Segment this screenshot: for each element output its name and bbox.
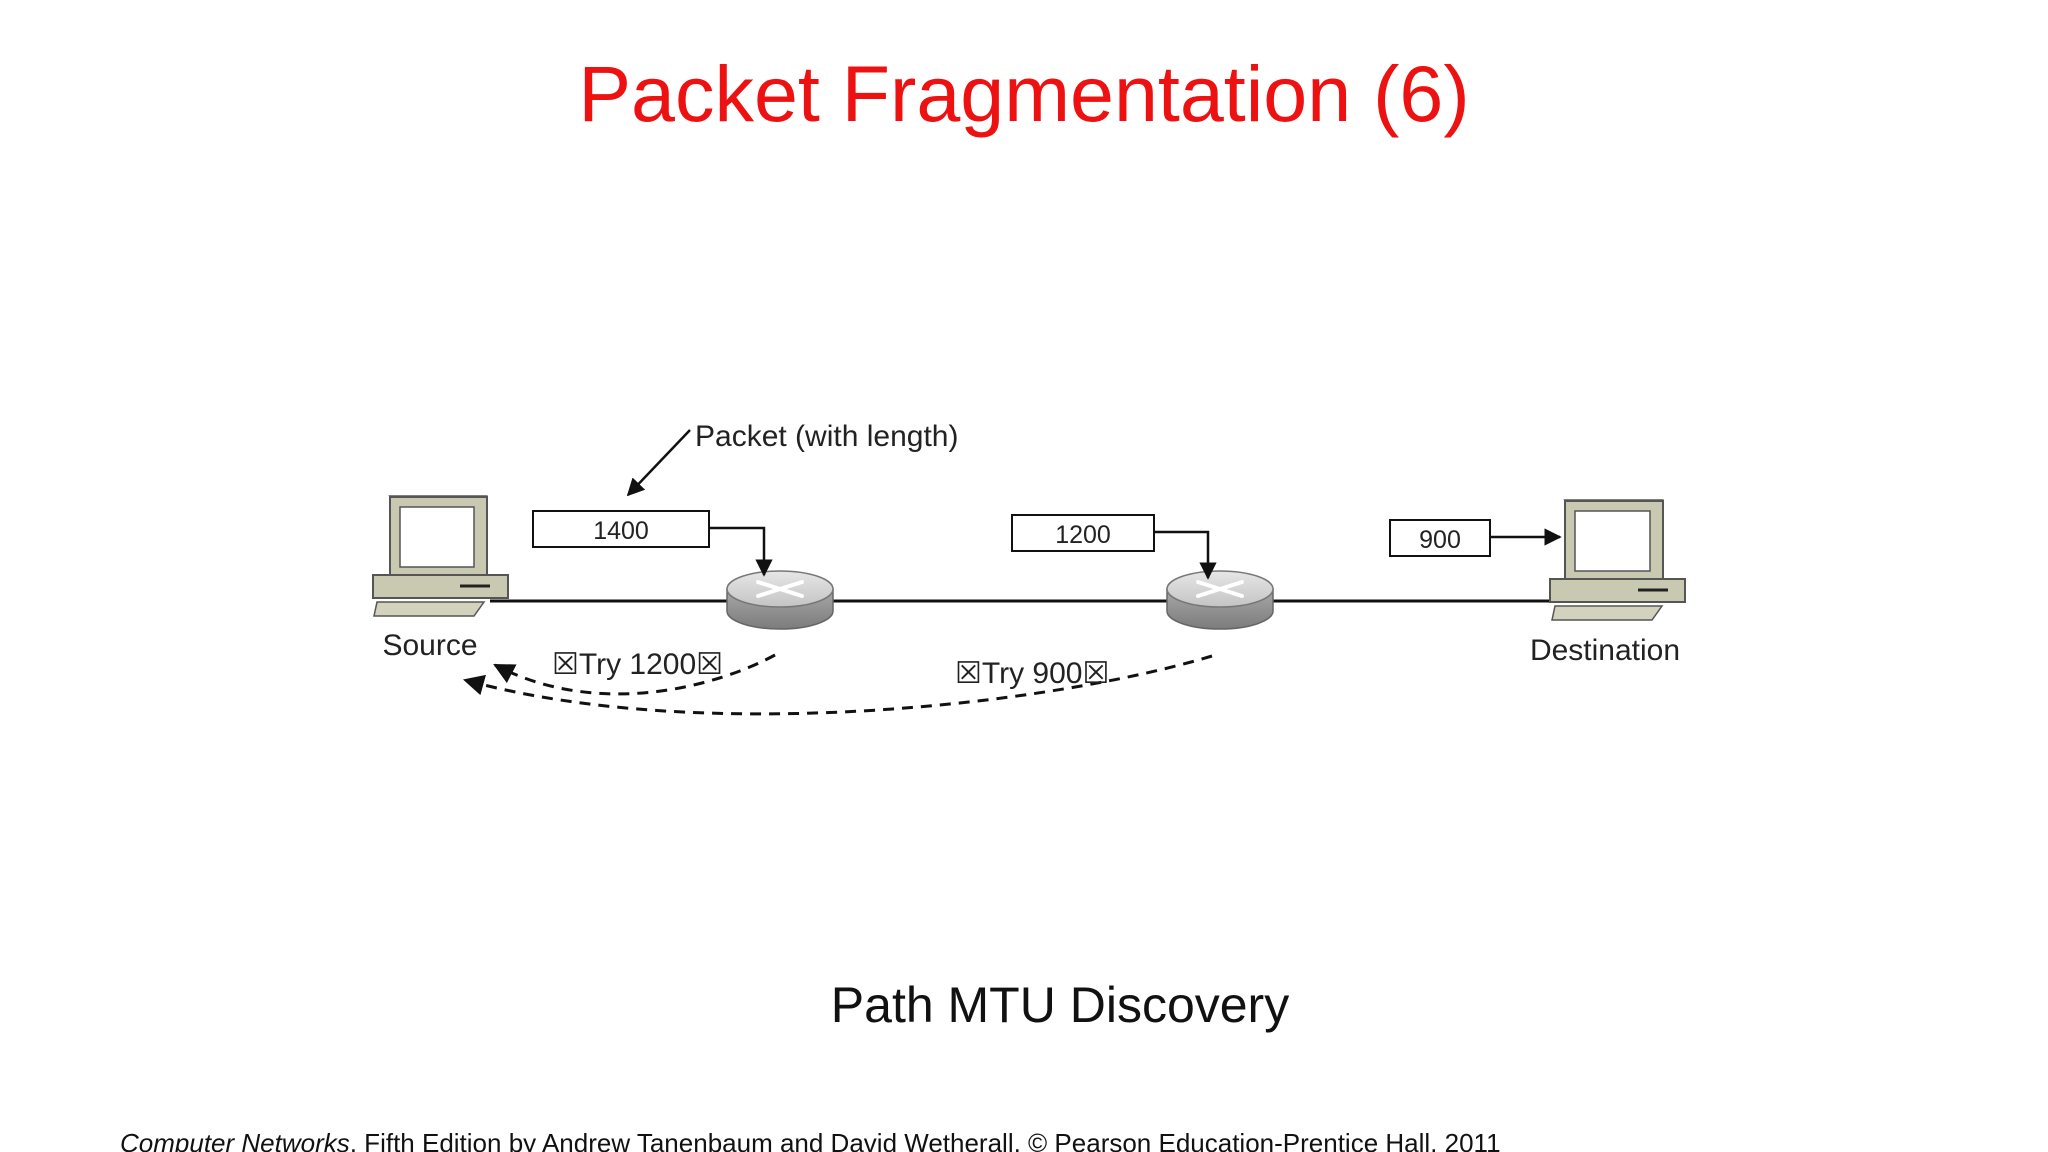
footer-credit: , Fifth Edition by Andrew Tanenbaum and … <box>349 1128 1501 1152</box>
router-icon <box>1166 570 1274 630</box>
destination-computer-icon <box>1549 499 1686 621</box>
slide-subtitle: Path MTU Discovery <box>830 977 1290 1033</box>
packet-arrow-1400 <box>709 526 773 577</box>
packet-length-1400: 1400 <box>593 517 649 545</box>
feedback-label-try-900: ☒Try 900☒ <box>955 657 1109 690</box>
packet-length-1200: 1200 <box>1055 521 1111 549</box>
packet-length-900: 900 <box>1419 526 1461 554</box>
source-label: Source <box>382 629 477 662</box>
slide-title: Packet Fragmentation (6) <box>578 49 1470 138</box>
feedback-label-try-1200: ☒Try 1200☒ <box>552 648 723 681</box>
packet-pointer-arrow <box>626 429 691 497</box>
packet-box-900 <box>1389 519 1491 557</box>
source-computer-icon <box>372 495 509 617</box>
slide-footer: Computer Networks, Fifth Edition by Andr… <box>120 1128 1501 1152</box>
packet-label: Packet (with length) <box>695 420 958 453</box>
feedback-arrow-router2 <box>462 654 1213 716</box>
footer-book-title: Computer Networks <box>120 1128 350 1152</box>
packet-box-1200 <box>1011 514 1155 552</box>
destination-label: Destination <box>1530 634 1680 667</box>
router-icon <box>726 570 834 630</box>
feedback-arrow-router1 <box>493 653 776 696</box>
packet-arrow-1200 <box>1154 530 1217 580</box>
